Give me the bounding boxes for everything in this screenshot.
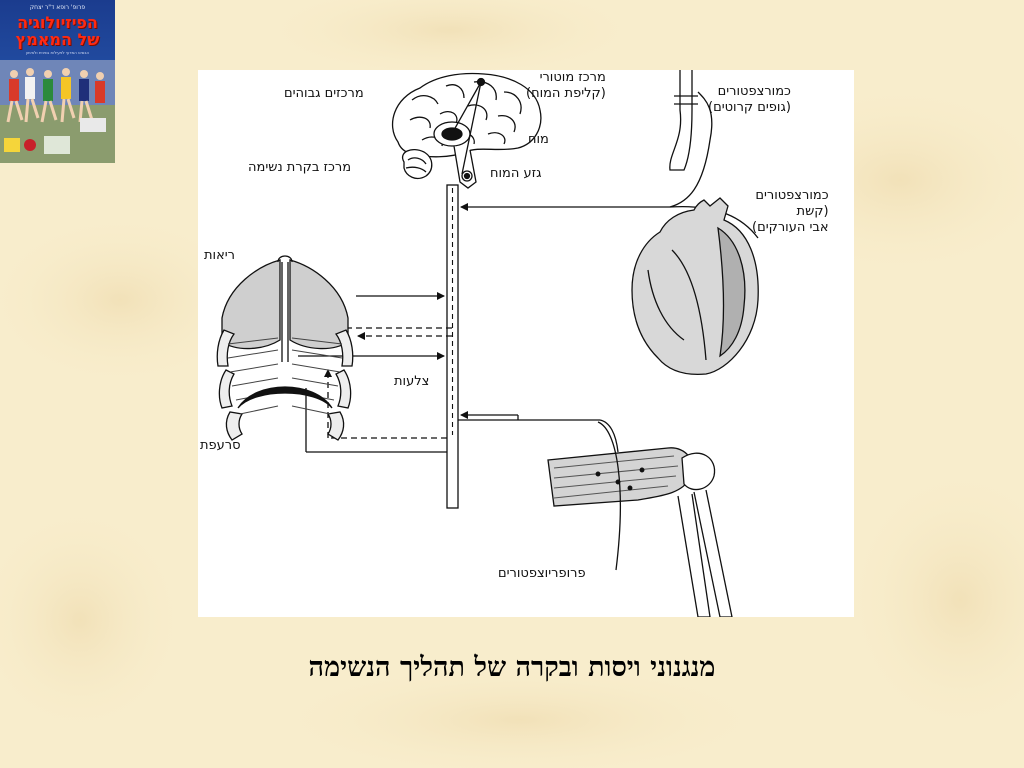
book-runners-photo — [0, 60, 115, 163]
knee-illustration — [547, 421, 733, 617]
respiratory-control-diagram — [216, 70, 759, 617]
spinal-cord — [446, 184, 459, 509]
label-chemoreceptors-aortic-line3: אבי העורקים) — [752, 220, 829, 235]
heart-illustration — [631, 70, 759, 376]
slide-caption: מנגנוני ויסות ובקרה של תהליך הנשימה — [308, 652, 716, 683]
book-title-line2: של המאמץ — [15, 30, 100, 49]
label-chemoreceptors-carotid: כמורצפטורים (גופים קרוטים) — [708, 84, 791, 116]
label-brain: מוח — [528, 132, 549, 147]
label-brainstem: גזע המוח — [490, 166, 542, 181]
book-title: הפיזיולוגיה של המאמץ — [0, 14, 115, 48]
label-ribs: צלעות — [394, 374, 430, 389]
diagram-panel: מרכז מוטורי (קליפת המוח) מרכזים גבוהים מ… — [198, 70, 854, 617]
label-respiratory-center: מרכז בקרת נשימה — [248, 160, 352, 175]
label-chemoreceptors-aortic: כמורצפטורים (קשת אבי העורקים) — [752, 188, 829, 236]
label-chemoreceptors-carotid-line2: (גופים קרוטים) — [708, 100, 791, 115]
label-diaphragm: סרעפת — [200, 438, 241, 453]
book-blurb: הבסיס המדעי לפעילות גופנית ולאימון — [25, 50, 90, 55]
brain-illustration — [391, 72, 542, 189]
label-chemoreceptors-aortic-line1: כמורצפטורים — [755, 188, 829, 203]
label-motor-center-line2: (קליפת המוח) — [526, 86, 606, 101]
label-motor-center-line1: מרכז מוטורי — [539, 70, 606, 85]
label-motor-center: מרכז מוטורי (קליפת המוח) — [526, 70, 606, 102]
book-author: פרופ' רופא ד"ר יצחק — [29, 4, 86, 11]
lungs-ribs-illustration — [216, 255, 354, 441]
book-cover: פרופ' רופא ד"ר יצחק הפיזיולוגיה של המאמץ… — [0, 0, 115, 163]
label-lungs: ריאות — [204, 248, 236, 263]
label-higher-centers: מרכזים גבוהים — [284, 86, 364, 101]
label-proprioceptors: פרופריוצפטורים — [498, 566, 586, 581]
label-chemoreceptors-aortic-line2: (קשת — [796, 204, 829, 219]
label-chemoreceptors-carotid-line1: כמורצפטורים — [717, 84, 791, 99]
book-title-line1: הפיזיולוגיה — [17, 13, 98, 32]
